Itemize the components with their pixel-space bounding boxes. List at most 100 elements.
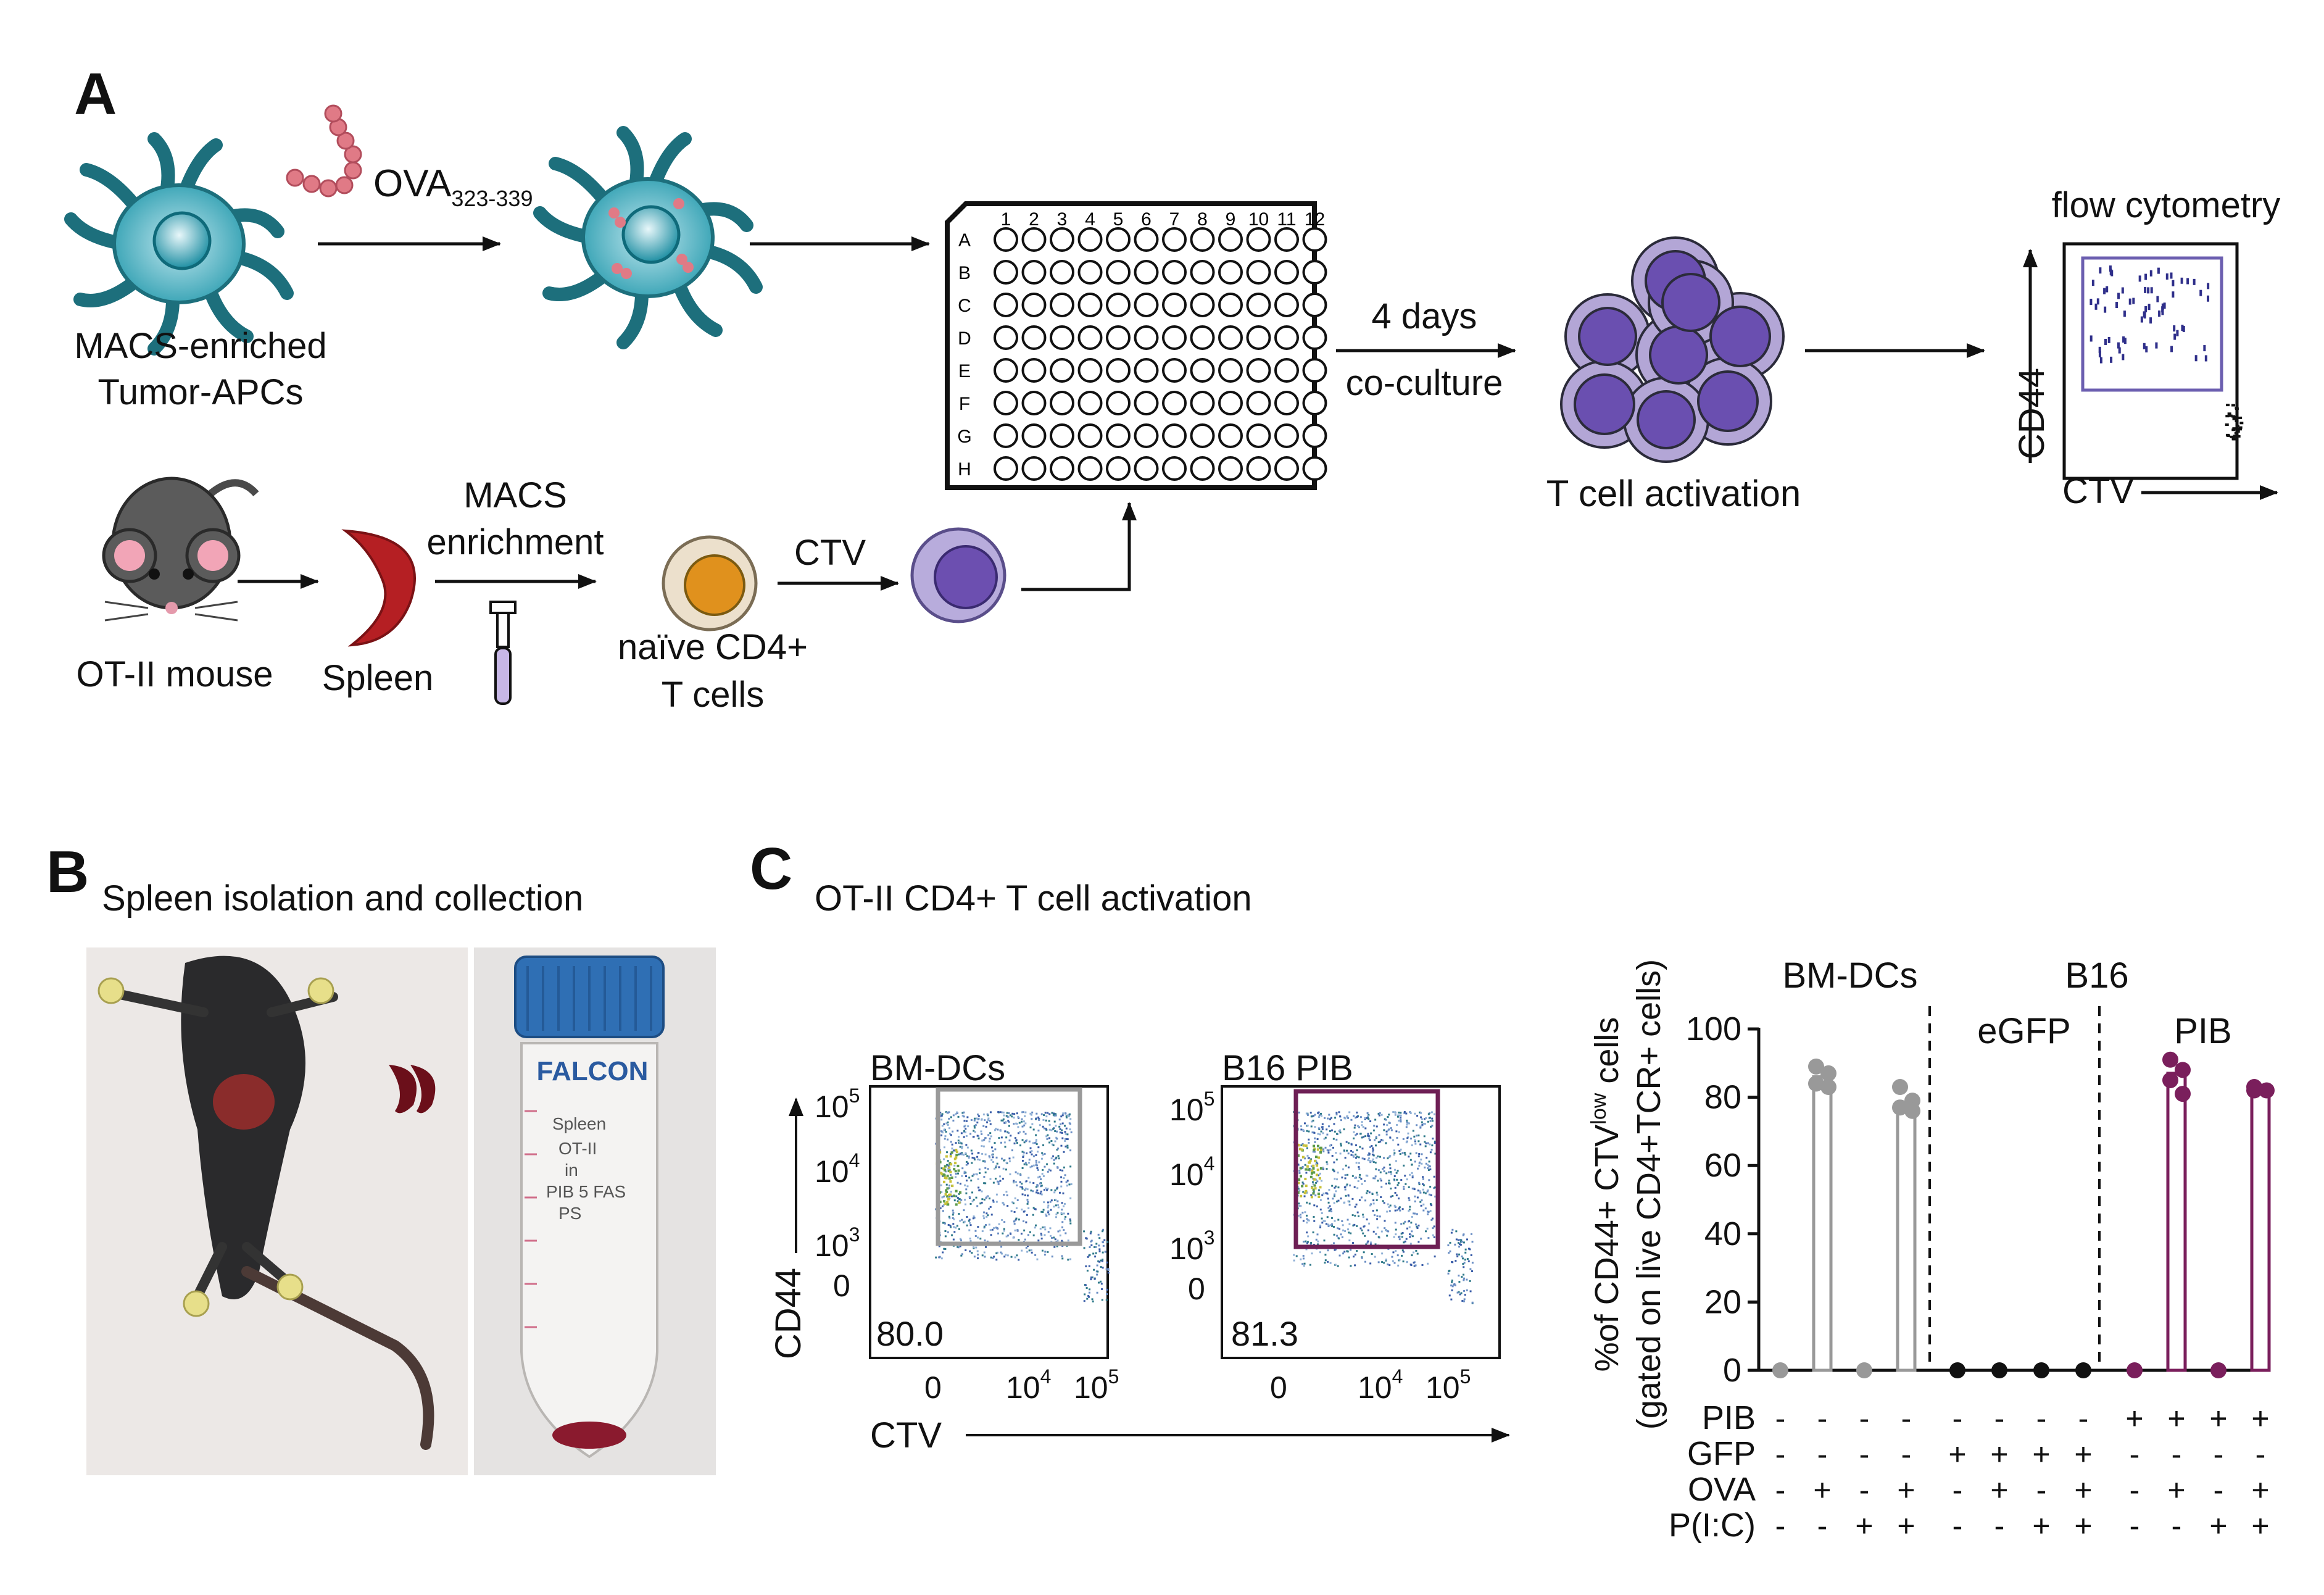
flow-event bbox=[1386, 1124, 1388, 1126]
flow-event bbox=[1329, 1149, 1332, 1151]
flow-event bbox=[1056, 1130, 1058, 1133]
condition-sign: - bbox=[2172, 1509, 2182, 1543]
flow-dot bbox=[2150, 287, 2153, 294]
flow-event bbox=[984, 1171, 987, 1173]
svg-text:0: 0 bbox=[924, 1370, 942, 1405]
flow-event bbox=[1433, 1175, 1435, 1178]
flow-event bbox=[1367, 1229, 1369, 1231]
flow-event bbox=[1410, 1222, 1413, 1224]
flow-event bbox=[974, 1124, 977, 1126]
plate-well bbox=[1050, 456, 1074, 481]
flow-event bbox=[1308, 1219, 1310, 1222]
flow-event bbox=[1043, 1201, 1045, 1204]
plate-well bbox=[994, 260, 1018, 285]
flow-event bbox=[1336, 1235, 1338, 1237]
flow-event bbox=[1330, 1225, 1333, 1227]
flow-event bbox=[1356, 1156, 1358, 1158]
flow-event bbox=[1053, 1159, 1055, 1161]
flow-event bbox=[1003, 1141, 1006, 1144]
flow-event bbox=[1044, 1165, 1046, 1168]
flow-event bbox=[1317, 1240, 1319, 1243]
flow-event bbox=[1042, 1211, 1044, 1214]
flow-event bbox=[1406, 1178, 1408, 1181]
flow-event bbox=[1457, 1239, 1459, 1241]
flow-event bbox=[1366, 1192, 1368, 1194]
flow-event bbox=[995, 1156, 998, 1159]
flow-event bbox=[1023, 1210, 1025, 1213]
flow-dot bbox=[2235, 419, 2239, 422]
flow-event bbox=[1431, 1120, 1434, 1122]
flow-event bbox=[1394, 1222, 1396, 1224]
flow-event bbox=[1408, 1122, 1411, 1125]
flow-event bbox=[1040, 1193, 1043, 1196]
flow-event bbox=[1321, 1194, 1324, 1196]
flow-event bbox=[1010, 1256, 1013, 1258]
flow-event bbox=[1342, 1168, 1345, 1170]
flow-event bbox=[1005, 1191, 1008, 1193]
flow-event bbox=[1011, 1112, 1014, 1115]
flow-event bbox=[1060, 1144, 1063, 1147]
flow-event bbox=[1314, 1194, 1317, 1197]
plate-well bbox=[1021, 423, 1047, 448]
flow-event bbox=[1380, 1196, 1382, 1198]
flow-event bbox=[1417, 1189, 1419, 1192]
flow-event bbox=[1061, 1202, 1063, 1204]
flow-event bbox=[1040, 1157, 1043, 1160]
flow-event bbox=[1314, 1156, 1318, 1159]
flow-event bbox=[1434, 1140, 1436, 1143]
flow-event bbox=[1433, 1113, 1435, 1115]
flow-event bbox=[1052, 1128, 1055, 1130]
flow-event bbox=[1050, 1235, 1052, 1237]
flow-event bbox=[1305, 1248, 1308, 1251]
plate-well bbox=[1274, 260, 1299, 285]
flow-event bbox=[981, 1190, 983, 1193]
flow-event bbox=[963, 1154, 965, 1156]
flow-event bbox=[961, 1152, 963, 1154]
flow-event bbox=[1343, 1186, 1346, 1189]
flow-event bbox=[1348, 1231, 1350, 1234]
flow-event bbox=[1343, 1128, 1345, 1131]
flow-event bbox=[956, 1111, 958, 1114]
flow-event bbox=[1372, 1154, 1375, 1157]
flow-event bbox=[1105, 1268, 1108, 1270]
flow-event bbox=[1046, 1138, 1048, 1140]
flow-event bbox=[1371, 1193, 1374, 1196]
flow-event bbox=[1454, 1243, 1456, 1246]
dissected-mouse-photo bbox=[86, 947, 468, 1475]
flow-event bbox=[1311, 1115, 1313, 1118]
flow-event bbox=[1356, 1115, 1358, 1118]
flow-event bbox=[953, 1199, 956, 1202]
flow-event bbox=[1372, 1230, 1375, 1233]
flow-event bbox=[1017, 1126, 1019, 1128]
flow-event bbox=[1016, 1172, 1019, 1175]
flow-event bbox=[1053, 1206, 1055, 1208]
flow-event bbox=[1310, 1125, 1313, 1128]
flow-event bbox=[1371, 1253, 1373, 1256]
flow-event bbox=[989, 1138, 991, 1140]
flow-event bbox=[1083, 1230, 1085, 1233]
flow-event bbox=[1434, 1256, 1436, 1258]
flow-event bbox=[1361, 1183, 1363, 1185]
flow-event bbox=[1045, 1187, 1047, 1189]
flow-event bbox=[1394, 1111, 1396, 1114]
flow-event bbox=[968, 1176, 971, 1179]
flow-event bbox=[1390, 1129, 1393, 1131]
flow-event bbox=[1383, 1129, 1385, 1131]
flow-event bbox=[1351, 1151, 1354, 1154]
flow-event bbox=[1469, 1290, 1472, 1293]
flow-event bbox=[1359, 1227, 1362, 1230]
plate-well bbox=[1246, 456, 1271, 481]
flow-dot bbox=[2225, 423, 2229, 427]
flow-event bbox=[1089, 1288, 1091, 1291]
flow-dot bbox=[2090, 335, 2093, 342]
flow-event bbox=[961, 1153, 963, 1156]
data-point bbox=[1892, 1079, 1908, 1096]
flow-event bbox=[1300, 1194, 1303, 1197]
flow-event bbox=[1049, 1169, 1052, 1172]
flow-event bbox=[986, 1240, 989, 1243]
flow-event bbox=[1416, 1196, 1419, 1199]
flow-event bbox=[1373, 1214, 1376, 1217]
flow-event bbox=[1381, 1261, 1384, 1264]
flow-event bbox=[949, 1155, 952, 1158]
flow-event bbox=[1456, 1253, 1458, 1256]
